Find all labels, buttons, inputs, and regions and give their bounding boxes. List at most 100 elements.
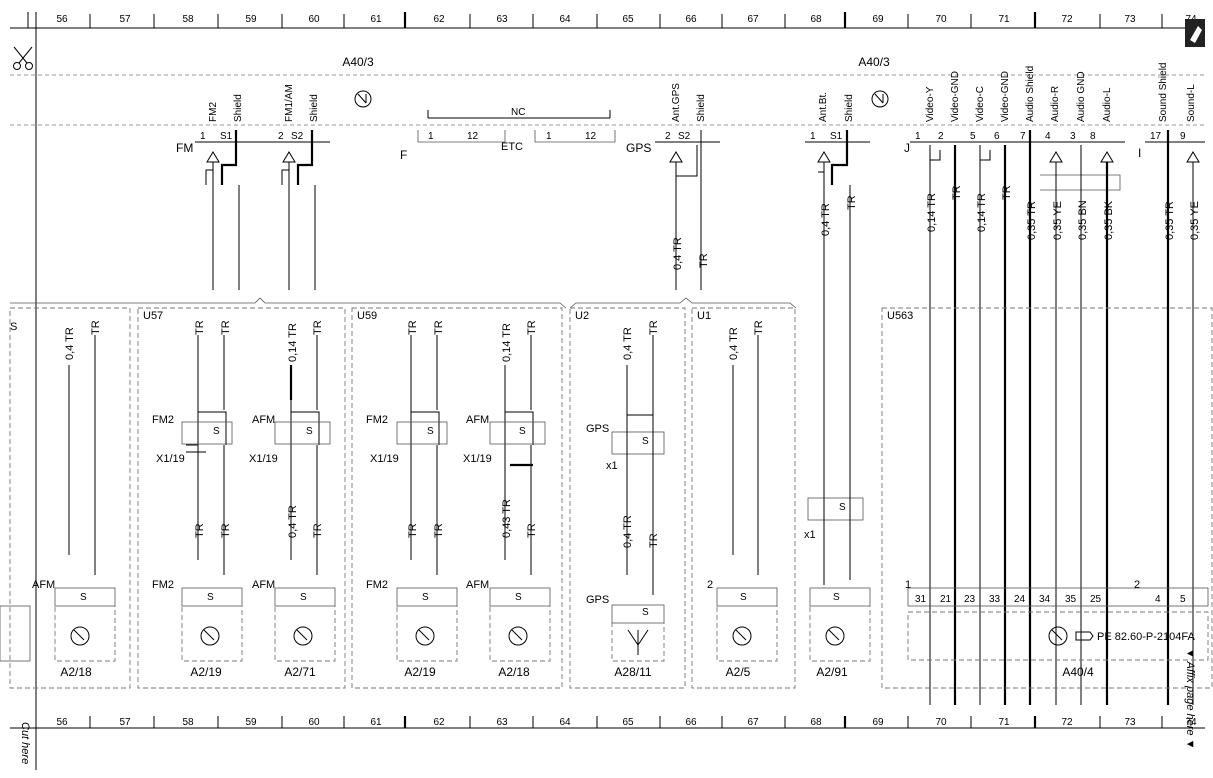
component-a2-18: A2/18: [498, 665, 530, 679]
svg-text:1: 1: [810, 131, 816, 142]
svg-text:TR: TR: [220, 523, 232, 538]
pin-label-sound-shield: Sound Shield: [1158, 63, 1169, 123]
svg-text:23: 23: [964, 594, 976, 605]
ruler-bottom-65: 65: [622, 717, 634, 728]
connector-fm: FM 1 S1 2 S2: [176, 130, 330, 190]
svg-text:TR: TR: [433, 320, 445, 335]
svg-text:35: 35: [1065, 594, 1077, 605]
component-a2-19: A2/19: [404, 665, 436, 679]
wire-j-7: 0,35 BN: [1077, 200, 1089, 240]
svg-text:FM2: FM2: [152, 579, 174, 591]
page-corner-icon: [1185, 19, 1205, 47]
svg-text:S: S: [515, 592, 522, 603]
pin-label-fm1am: FM1/AM: [284, 84, 295, 122]
ruler-top-61: 61: [370, 14, 382, 25]
svg-text:8: 8: [1090, 131, 1096, 142]
ruler-bottom-72: 72: [1061, 717, 1073, 728]
ruler-top-60: 60: [308, 14, 320, 25]
pin-label-ant-gps: Ant.GPS: [671, 83, 682, 122]
pin-label-shield: Shield: [844, 94, 855, 122]
svg-text:S: S: [207, 592, 214, 603]
section-left: S: [10, 321, 17, 333]
svg-text:1: 1: [915, 131, 921, 142]
svg-text:33: 33: [989, 594, 1001, 605]
svg-text:0,14 TR: 0,14 TR: [501, 323, 513, 362]
section-u563: U563: [887, 310, 913, 322]
svg-text:5: 5: [1180, 594, 1186, 605]
svg-text:1: 1: [905, 579, 911, 591]
svg-text:TR: TR: [433, 523, 445, 538]
svg-text:0,4 TR: 0,4 TR: [622, 327, 634, 360]
nc-label: NC: [511, 107, 525, 118]
component-a40-4: A40/4: [1062, 665, 1094, 679]
reference-icon: [1075, 631, 1094, 641]
svg-text:S: S: [427, 426, 434, 437]
wire-j-3: 0,14 TR: [976, 193, 988, 232]
svg-text:S: S: [740, 592, 747, 603]
svg-text:TR: TR: [312, 320, 324, 335]
ruler-top-59: 59: [245, 14, 257, 25]
scissors-icon: [13, 46, 33, 70]
svg-text:AFM: AFM: [466, 414, 489, 426]
connector-f-etc: F NC 1 12 1 12 ETC: [400, 107, 616, 162]
ruler-top-63: 63: [496, 14, 508, 25]
svg-text:TR: TR: [407, 523, 419, 538]
svg-text:17: 17: [1150, 131, 1162, 142]
ruler-top-68: 68: [810, 14, 822, 25]
pin-label-shield: Shield: [233, 94, 244, 122]
pin-label-fm2: FM2: [208, 102, 219, 122]
svg-text:TR: TR: [194, 320, 206, 335]
section-boxes: [9, 307, 1213, 689]
svg-text:S2: S2: [291, 131, 304, 142]
page-frame: [10, 12, 1205, 770]
ruler-top-64: 64: [559, 14, 571, 25]
svg-text:TR: TR: [220, 320, 232, 335]
pin-label-video-c: Video-C: [975, 86, 986, 122]
ruler-bottom-67: 67: [747, 717, 759, 728]
section-wires: [68, 335, 759, 595]
affix-page-label: ▼ Affix page here ▼: [1184, 648, 1196, 749]
ruler-top-66: 66: [685, 14, 697, 25]
ruler-bottom-58: 58: [182, 717, 194, 728]
svg-text:AFM: AFM: [466, 579, 489, 591]
svg-text:X1/19: X1/19: [249, 453, 278, 465]
svg-text:AFM: AFM: [252, 579, 275, 591]
svg-text:S: S: [839, 502, 846, 513]
svg-text:TR: TR: [526, 320, 538, 335]
pin-label-shield: Shield: [309, 94, 320, 122]
svg-text:GPS: GPS: [586, 594, 609, 606]
wire-j-5: 0,35 TR: [1026, 201, 1038, 240]
ruler-top-56: 56: [56, 14, 68, 25]
cut-here-label: Cut here: [19, 722, 31, 764]
svg-text:1: 1: [200, 131, 206, 142]
svg-text:S: S: [300, 592, 307, 603]
svg-text:TR: TR: [648, 320, 660, 335]
svg-text:S: S: [519, 426, 526, 437]
low-wires: TR TR 0,4 TR TR TR TR 0,43 TR TR 0,4 TR …: [194, 499, 660, 548]
pin-label-sound-l: Sound-L: [1186, 84, 1197, 122]
ruler-bottom-74: 74: [1185, 717, 1197, 728]
pin-label-audio-shield: Audio Shield: [1025, 66, 1036, 122]
ruler-top-71: 71: [998, 14, 1010, 25]
svg-text:2: 2: [707, 579, 713, 591]
svg-text:0,4 TR: 0,4 TR: [728, 327, 740, 360]
svg-text:2: 2: [665, 131, 671, 142]
wire-j-1: 0,14 TR: [926, 193, 938, 232]
ruler-bottom-71: 71: [998, 717, 1010, 728]
antenna-icon: [70, 626, 1068, 655]
svg-text:TR: TR: [753, 320, 765, 335]
svg-text:9: 9: [1180, 131, 1186, 142]
bottom-components: [0, 587, 1209, 662]
connector-bt: 1 S1 0,4 TR TR: [805, 130, 870, 460]
svg-text:0,4 TR: 0,4 TR: [64, 327, 76, 360]
svg-text:S: S: [833, 592, 840, 603]
ruler-bottom-60: 60: [308, 717, 320, 728]
splice-blocks: [181, 395, 864, 585]
svg-text:31: 31: [915, 594, 927, 605]
svg-text:S: S: [80, 592, 87, 603]
fm-drop-lines: [212, 185, 316, 290]
ruler-bottom-73: 73: [1124, 717, 1136, 728]
connector-label-i: I: [1138, 146, 1141, 160]
ruler-top-62: 62: [433, 14, 445, 25]
